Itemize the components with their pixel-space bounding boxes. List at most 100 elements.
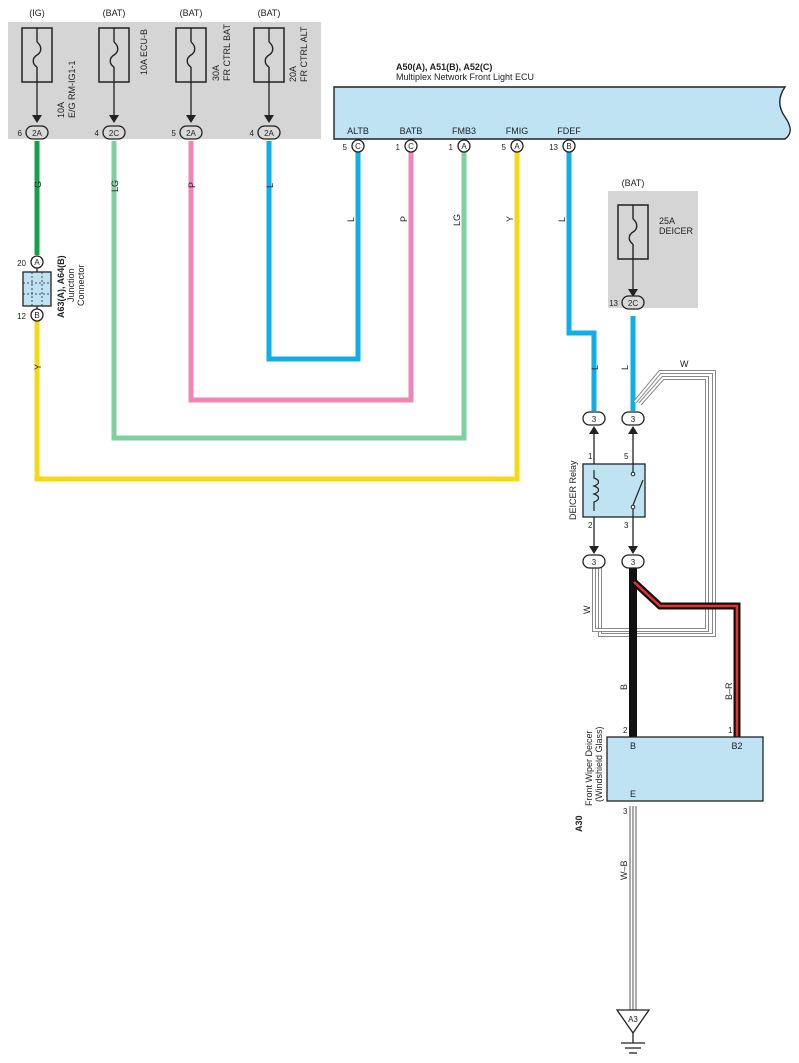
wire-color-label: Y: [33, 364, 43, 370]
arrow-up-icon: [589, 426, 599, 434]
ecu-terminal-label: ALTB: [347, 126, 369, 136]
pin-number: 13: [549, 143, 558, 152]
fuse-source-label: (BAT): [103, 8, 126, 18]
junction-connector: 20 A 12 B A63(A), A64(B) Junction Connec…: [17, 255, 86, 322]
wire-color-label: LG: [110, 180, 120, 192]
fuse-source-label: (BAT): [180, 8, 203, 18]
wire-wb: [629, 806, 637, 1010]
fuse-icon: [628, 205, 638, 259]
pin-number: 4: [250, 129, 255, 138]
fuse-name: FR CTRL ALT: [299, 26, 309, 82]
pin-number: 3: [623, 807, 628, 816]
ecu-connector-batb: 1 C: [396, 139, 418, 153]
deicer-code: A30: [574, 815, 584, 832]
wire-color-label: L: [557, 217, 567, 222]
connector-code: 3: [592, 415, 597, 424]
ecu-terminal-label: FMIG: [506, 126, 529, 136]
arrow-down-icon: [589, 546, 599, 554]
wire-color-label: LG: [452, 214, 462, 226]
connector-code: A: [461, 142, 467, 151]
wire-color-label: P: [399, 216, 409, 222]
arrow-down-icon: [628, 546, 638, 554]
pin-number: 1: [588, 452, 593, 461]
ecu-connector-fdef: 13 B: [549, 139, 576, 153]
wire-color-label: B: [619, 684, 629, 690]
connector-code: 3: [631, 558, 636, 567]
relay-name: DEICER Relay: [568, 460, 578, 520]
relay-connector-bottom: 3 3: [582, 517, 645, 569]
arrow-down-icon: [109, 115, 119, 123]
wire-color-label: B–R: [724, 682, 734, 700]
pin-number: 5: [624, 452, 629, 461]
fuse-connector-l: 4 2A: [250, 125, 281, 140]
wire-color-label: P: [187, 182, 197, 188]
fuse-deicer: (BAT) 25A DEICER 13 2C: [609, 178, 694, 310]
pin-number: 2: [588, 521, 593, 530]
junction-name: Junction: [66, 268, 76, 302]
wire-color-label: L: [346, 217, 356, 222]
wire-w-top: [598, 370, 716, 637]
connector-code: C: [408, 142, 414, 151]
fuse-panel-main: [8, 22, 321, 139]
fuse-rating: 30A: [211, 65, 221, 81]
fuse-fr-ctrl-alt: (BAT) 20A FR CTRL ALT: [253, 8, 309, 123]
pin-number: 1: [728, 726, 733, 735]
pin-number: 4: [95, 129, 100, 138]
ground-code: A3: [628, 1015, 638, 1024]
deicer-terminal-label: B: [630, 741, 636, 751]
ecu-code: A50(A), A51(B), A52(C): [396, 62, 492, 72]
ecu-connector-fmb3: 1 A: [449, 139, 471, 153]
pin-number: 13: [609, 299, 618, 308]
wire-color-label: Y: [505, 216, 515, 222]
pin-number: 1: [396, 143, 401, 152]
connector-code: 2C: [109, 129, 119, 138]
fuse-rating: 10A: [56, 102, 66, 118]
connector-code: C: [355, 142, 361, 151]
wire-color-label: L: [620, 365, 630, 370]
connector-code: 2C: [628, 299, 638, 308]
wire-p: [188, 141, 414, 403]
wire-br: [631, 579, 741, 737]
fuse-icon: [109, 28, 119, 82]
wire-color-label: G: [33, 181, 43, 188]
pin-number: 1: [449, 143, 454, 152]
arrow-up-icon: [628, 426, 638, 434]
connector-code: B: [566, 142, 571, 151]
relay-connector-top: 3 3: [582, 411, 645, 464]
fuse-name: 10A ECU-B: [139, 29, 149, 75]
fuse-icon: [264, 28, 274, 82]
connector-code: 3: [631, 415, 636, 424]
wire-l-fdef: [566, 152, 597, 411]
fuse-connector-g: 6 2A: [18, 125, 49, 140]
wire-lg: [111, 141, 467, 441]
wire-y: [34, 152, 520, 482]
fuse-rating: 20A: [288, 66, 298, 82]
fuse-panel-deicer: [608, 191, 698, 308]
fuse-ecu-b: (BAT) 10A ECU-B: [98, 8, 149, 123]
fuse-e-g-rm-ig1-1: (IG) 10A E/G RM-IG1-1: [21, 8, 77, 123]
fuse-source-label: (IG): [29, 8, 45, 18]
fuse-name: DEICER: [659, 226, 694, 236]
fuse-connector-p: 5 2A: [172, 125, 203, 140]
pin-number: 2: [623, 726, 628, 735]
fuse-connector-lg: 4 2C: [95, 125, 126, 140]
wire-color-label: L: [265, 183, 275, 188]
connector-code: 3: [592, 558, 597, 567]
fuse-source-label: (BAT): [622, 178, 645, 188]
arrow-down-icon: [32, 115, 42, 123]
wire-w-bottom: [592, 376, 709, 632]
pin-number: 5: [343, 143, 348, 152]
connector-code: 2A: [264, 129, 274, 138]
fuse-rating: 25A: [659, 216, 675, 226]
deicer-name: (Windshield Glass): [594, 726, 604, 802]
front-wiper-deicer: 2 1 B B2 E 3 A30 Front Wiper Deicer (Win…: [574, 726, 764, 832]
wire-color-label: W: [582, 605, 592, 614]
arrow-down-icon: [628, 289, 638, 297]
pin-number: 5: [502, 143, 507, 152]
wire-color-label: L: [590, 365, 600, 370]
deicer-name: Front Wiper Deicer: [584, 730, 594, 806]
connector-code: 2A: [186, 129, 196, 138]
connector-code: A: [34, 258, 40, 267]
relay-switch-icon: [632, 479, 644, 506]
